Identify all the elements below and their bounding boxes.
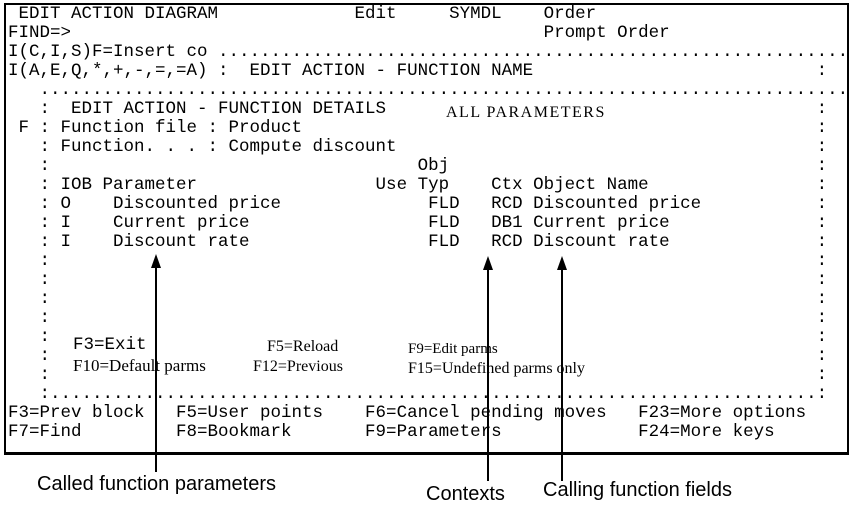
arrow-shaft bbox=[561, 268, 563, 481]
popup-fkey-f5-reload: F5=Reload bbox=[267, 338, 339, 355]
function-file-line: F : Function file : Product : bbox=[8, 118, 828, 138]
annotation-contexts: Contexts bbox=[426, 483, 505, 505]
function-name-line: : Function. . . : Compute discount : bbox=[8, 137, 828, 157]
popup-fkey-f3-exit: F3=Exit bbox=[73, 335, 147, 355]
parameter-row-discount-rate: : I Discount rate FLD RCD Discount rate … bbox=[8, 232, 828, 252]
arrow-shaft bbox=[155, 266, 157, 472]
arrow-shaft bbox=[487, 268, 489, 481]
popup-fkey-f12-previous: F12=Previous bbox=[253, 358, 343, 375]
window-blank-row: : : bbox=[8, 308, 828, 328]
popup-fkey-f10-default-parms: F10=Default parms bbox=[73, 356, 206, 375]
annotation-calling-function-fields: Calling function fields bbox=[543, 479, 732, 501]
arrow-up-icon bbox=[557, 256, 567, 270]
window-blank-row: : : bbox=[8, 270, 828, 290]
all-parameters-label: ALL PARAMETERS bbox=[446, 104, 606, 121]
arrow-up-icon bbox=[483, 256, 493, 270]
header-line: EDIT ACTION DIAGRAM Edit SYMDL Order bbox=[8, 4, 597, 24]
parameter-column-headers: : IOB Parameter Use Typ Ctx Object Name … bbox=[8, 175, 828, 195]
find-input-line[interactable]: FIND=> Prompt Order bbox=[8, 23, 670, 43]
function-keys-line-1: F3=Prev block F5=User points F6=Cancel p… bbox=[8, 403, 807, 423]
window-blank-row: : : bbox=[8, 346, 828, 366]
function-keys-line-2: F7=Find F8=Bookmark F9=Parameters F24=Mo… bbox=[8, 422, 775, 442]
function-name-window-header-line: I(A,E,Q,*,+,-,=,=A) : EDIT ACTION - FUNC… bbox=[8, 61, 828, 81]
popup-fkey-f15-undefined-parms: F15=Undefined parms only bbox=[408, 360, 585, 377]
parameter-row-discounted-price: : O Discounted price FLD RCD Discounted … bbox=[8, 194, 828, 214]
window-blank-row: : : bbox=[8, 251, 828, 271]
parameter-row-current-price: : I Current price FLD DB1 Current price … bbox=[8, 213, 828, 233]
window-title-line: : EDIT ACTION - FUNCTION DETAILS : bbox=[8, 99, 828, 119]
window-bottom-border: :.......................................… bbox=[8, 384, 828, 404]
insert-options-line: I(C,I,S)F=Insert co ....................… bbox=[8, 42, 849, 62]
window-blank-row: : : bbox=[8, 289, 828, 309]
window-top-border: ........................................… bbox=[8, 80, 849, 100]
popup-fkey-f9-edit-parms: F9=Edit parms bbox=[408, 341, 498, 357]
window-blank-row: : : bbox=[8, 365, 828, 385]
annotation-called-function-parameters: Called function parameters bbox=[37, 473, 277, 495]
terminal-window-border bbox=[4, 3, 849, 455]
arrow-up-icon bbox=[151, 254, 161, 268]
obj-header-line: : Obj : bbox=[8, 156, 828, 176]
window-blank-row: : : bbox=[8, 327, 828, 347]
